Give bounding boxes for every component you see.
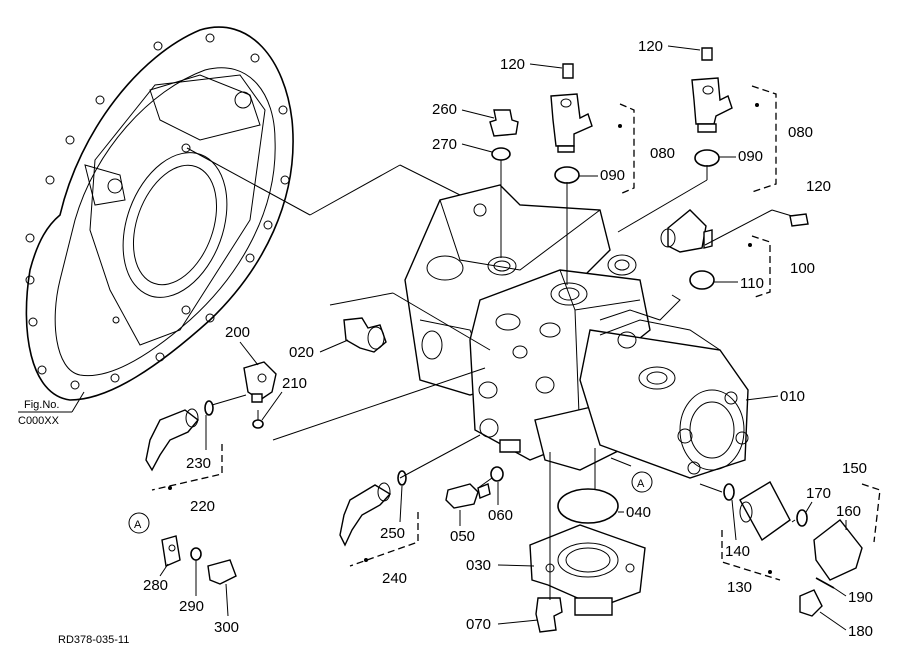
hydraulic-pump-assembly — [404, 184, 749, 479]
label-250: 250 — [380, 525, 405, 542]
label-010: 010 — [780, 388, 805, 405]
part-020-plug — [343, 317, 387, 353]
ref-mark-a-pump: A — [631, 471, 653, 493]
part-300-plug — [207, 559, 237, 585]
label-040: 040 — [626, 504, 651, 521]
leader-lines — [186, 147, 796, 600]
label-090-b: 090 — [738, 148, 763, 165]
ref-mark-a-pump-label: A — [637, 478, 645, 490]
label-280: 280 — [143, 577, 168, 594]
label-090-a: 090 — [600, 167, 625, 184]
part-070-plug — [535, 597, 563, 633]
label-060: 060 — [488, 507, 513, 524]
part-090-oring-right — [694, 149, 720, 167]
flywheel-housing — [25, 26, 294, 401]
label-080-a: 080 — [650, 145, 675, 162]
label-120-c: 120 — [806, 178, 831, 195]
label-220: 220 — [190, 498, 215, 515]
ref-mark-a-bracket: A — [128, 512, 150, 534]
part-060-seal — [490, 466, 504, 482]
label-120-a: 120 — [500, 56, 525, 73]
part-040-oring — [557, 488, 619, 524]
part-220-hose-fitting — [145, 400, 214, 472]
part-110-oring — [689, 270, 715, 290]
figure-ref-line2: C000XX — [18, 415, 60, 427]
part-140-oring — [723, 483, 735, 501]
label-030: 030 — [466, 557, 491, 574]
label-300: 300 — [214, 619, 239, 636]
part-210-oring — [252, 419, 264, 429]
label-080-b: 080 — [788, 124, 813, 141]
group-dots — [168, 103, 772, 574]
part-280-bracket — [161, 535, 181, 567]
label-120-b: 120 — [638, 38, 663, 55]
label-290: 290 — [179, 598, 204, 615]
label-070: 070 — [466, 616, 491, 633]
part-200-elbow — [243, 361, 277, 403]
part-290-washer — [190, 547, 202, 561]
ref-mark-a-bracket-label: A — [134, 519, 142, 531]
label-190: 190 — [848, 589, 873, 606]
label-210: 210 — [282, 375, 307, 392]
part-090-oring-left — [554, 166, 580, 184]
label-100: 100 — [790, 260, 815, 277]
label-200: 200 — [225, 324, 250, 341]
part-080-fitting-right — [691, 47, 733, 133]
label-270: 270 — [432, 136, 457, 153]
label-020: 020 — [289, 344, 314, 361]
label-240: 240 — [382, 570, 407, 587]
label-130: 130 — [727, 579, 752, 596]
part-120-cap-right — [789, 213, 809, 227]
drawing-code: RD378-035-11 — [58, 634, 129, 646]
label-050: 050 — [450, 528, 475, 545]
part-080-fitting-left — [550, 63, 593, 153]
part-240-hose-fitting — [339, 470, 407, 547]
part-050-sensor — [445, 483, 491, 509]
part-260-plug — [489, 109, 519, 137]
figure-ref-line1: Fig.No. — [24, 399, 59, 411]
label-160: 160 — [836, 503, 861, 520]
label-230: 230 — [186, 455, 211, 472]
part-270-oring — [491, 147, 511, 161]
label-140: 140 — [725, 543, 750, 560]
label-110: 110 — [740, 275, 764, 292]
part-100-elbow-fitting — [660, 209, 713, 253]
part-030-flange — [529, 524, 646, 616]
label-260: 260 — [432, 101, 457, 118]
part-160-filter — [813, 519, 863, 581]
figure-reference: Fig.No. C000XX — [18, 391, 85, 427]
label-150: 150 — [842, 460, 867, 477]
label-170: 170 — [806, 485, 831, 502]
part-number-labels: 120 120 120 260 270 080 080 090 090 100 … — [143, 38, 873, 640]
part-130-filter — [739, 481, 791, 542]
grouping-brackets — [151, 85, 881, 581]
part-170-oring — [796, 509, 808, 527]
part-190-ring — [815, 577, 835, 589]
part-180-fitting — [799, 589, 823, 617]
label-180: 180 — [848, 623, 873, 640]
